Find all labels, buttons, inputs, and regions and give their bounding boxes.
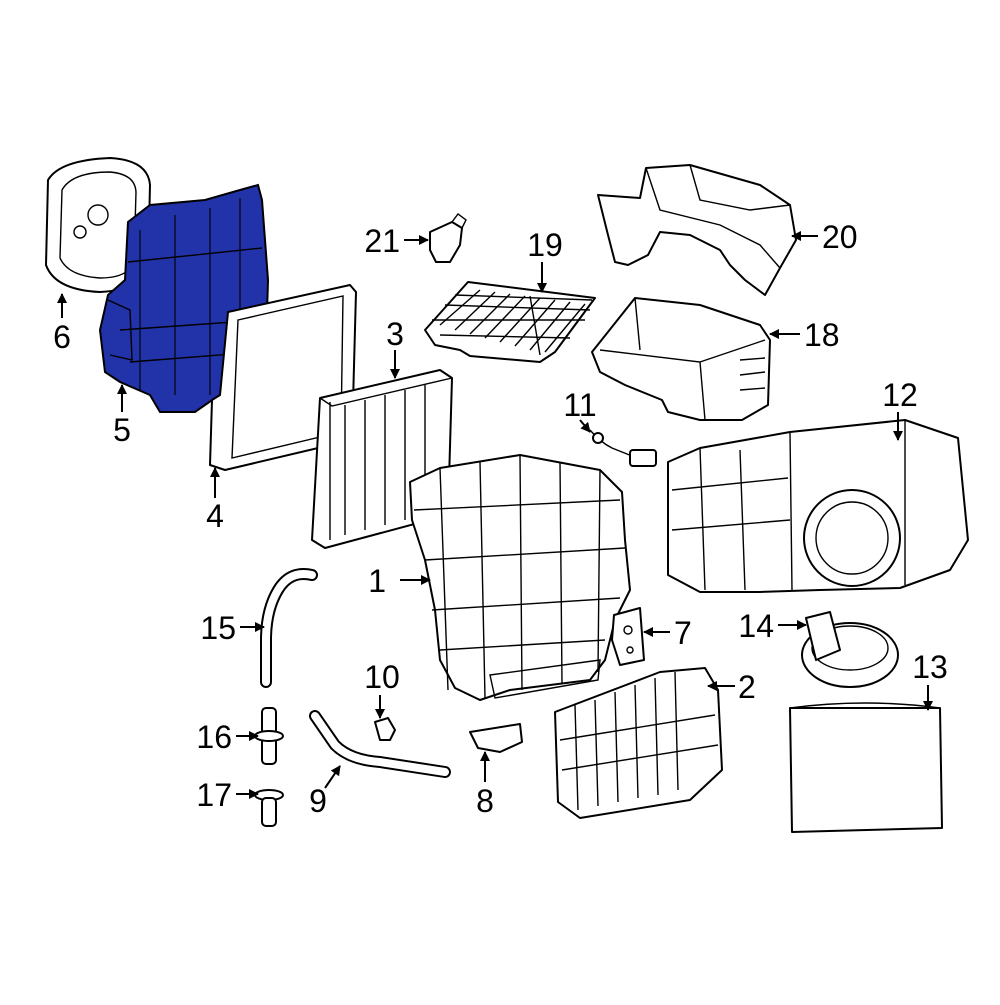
callout-14[interactable]: 14 (738, 608, 774, 644)
callout-8[interactable]: 8 (476, 783, 494, 819)
callout-19[interactable]: 19 (527, 227, 563, 263)
part-10-clip[interactable] (374, 717, 396, 741)
callout-16[interactable]: 16 (196, 719, 232, 755)
part-13-panel[interactable] (789, 702, 943, 833)
part-18-airbox[interactable] (591, 297, 771, 421)
part-15-drain-hose[interactable] (260, 568, 318, 688)
part-14-blower-motor[interactable] (801, 611, 899, 688)
callout-5[interactable]: 5 (113, 412, 131, 448)
callout-3[interactable]: 3 (386, 316, 404, 352)
callout-1[interactable]: 1 (368, 563, 386, 599)
part-12-blower-housing[interactable] (667, 419, 969, 593)
callout-15[interactable]: 15 (200, 610, 236, 646)
callout-10[interactable]: 10 (364, 659, 400, 695)
callout-2[interactable]: 2 (738, 669, 756, 705)
callout-9[interactable]: 9 (309, 783, 327, 819)
callout-18[interactable]: 18 (804, 317, 840, 353)
part-9-hose[interactable] (309, 710, 451, 778)
part-20-duct[interactable] (597, 164, 797, 296)
part-8-bracket[interactable] (469, 723, 523, 753)
callout-21[interactable]: 21 (364, 223, 400, 259)
part-17-grommet[interactable] (254, 789, 284, 827)
part-21-sensor[interactable] (429, 213, 467, 263)
part-7-actuator[interactable] (611, 607, 645, 666)
callout-11[interactable]: 11 (563, 387, 596, 423)
part-19-grid[interactable] (424, 281, 596, 363)
callout-7[interactable]: 7 (674, 615, 692, 651)
callout-13[interactable]: 13 (912, 649, 948, 685)
part-11-wire-sensor[interactable] (589, 429, 657, 467)
part-2-heater-core[interactable] (554, 667, 723, 819)
leader-lines (57, 231, 933, 799)
callout-12[interactable]: 12 (882, 377, 918, 413)
part-1-hvac-housing[interactable] (409, 454, 631, 701)
callout-labels: 1 2 3 4 5 6 7 8 9 10 11 12 13 14 15 16 1… (53, 219, 948, 819)
callout-6[interactable]: 6 (53, 319, 71, 355)
callout-4[interactable]: 4 (206, 498, 224, 534)
part-16-grommet[interactable] (254, 707, 284, 765)
callout-17[interactable]: 17 (196, 777, 232, 813)
callout-20[interactable]: 20 (822, 219, 858, 255)
